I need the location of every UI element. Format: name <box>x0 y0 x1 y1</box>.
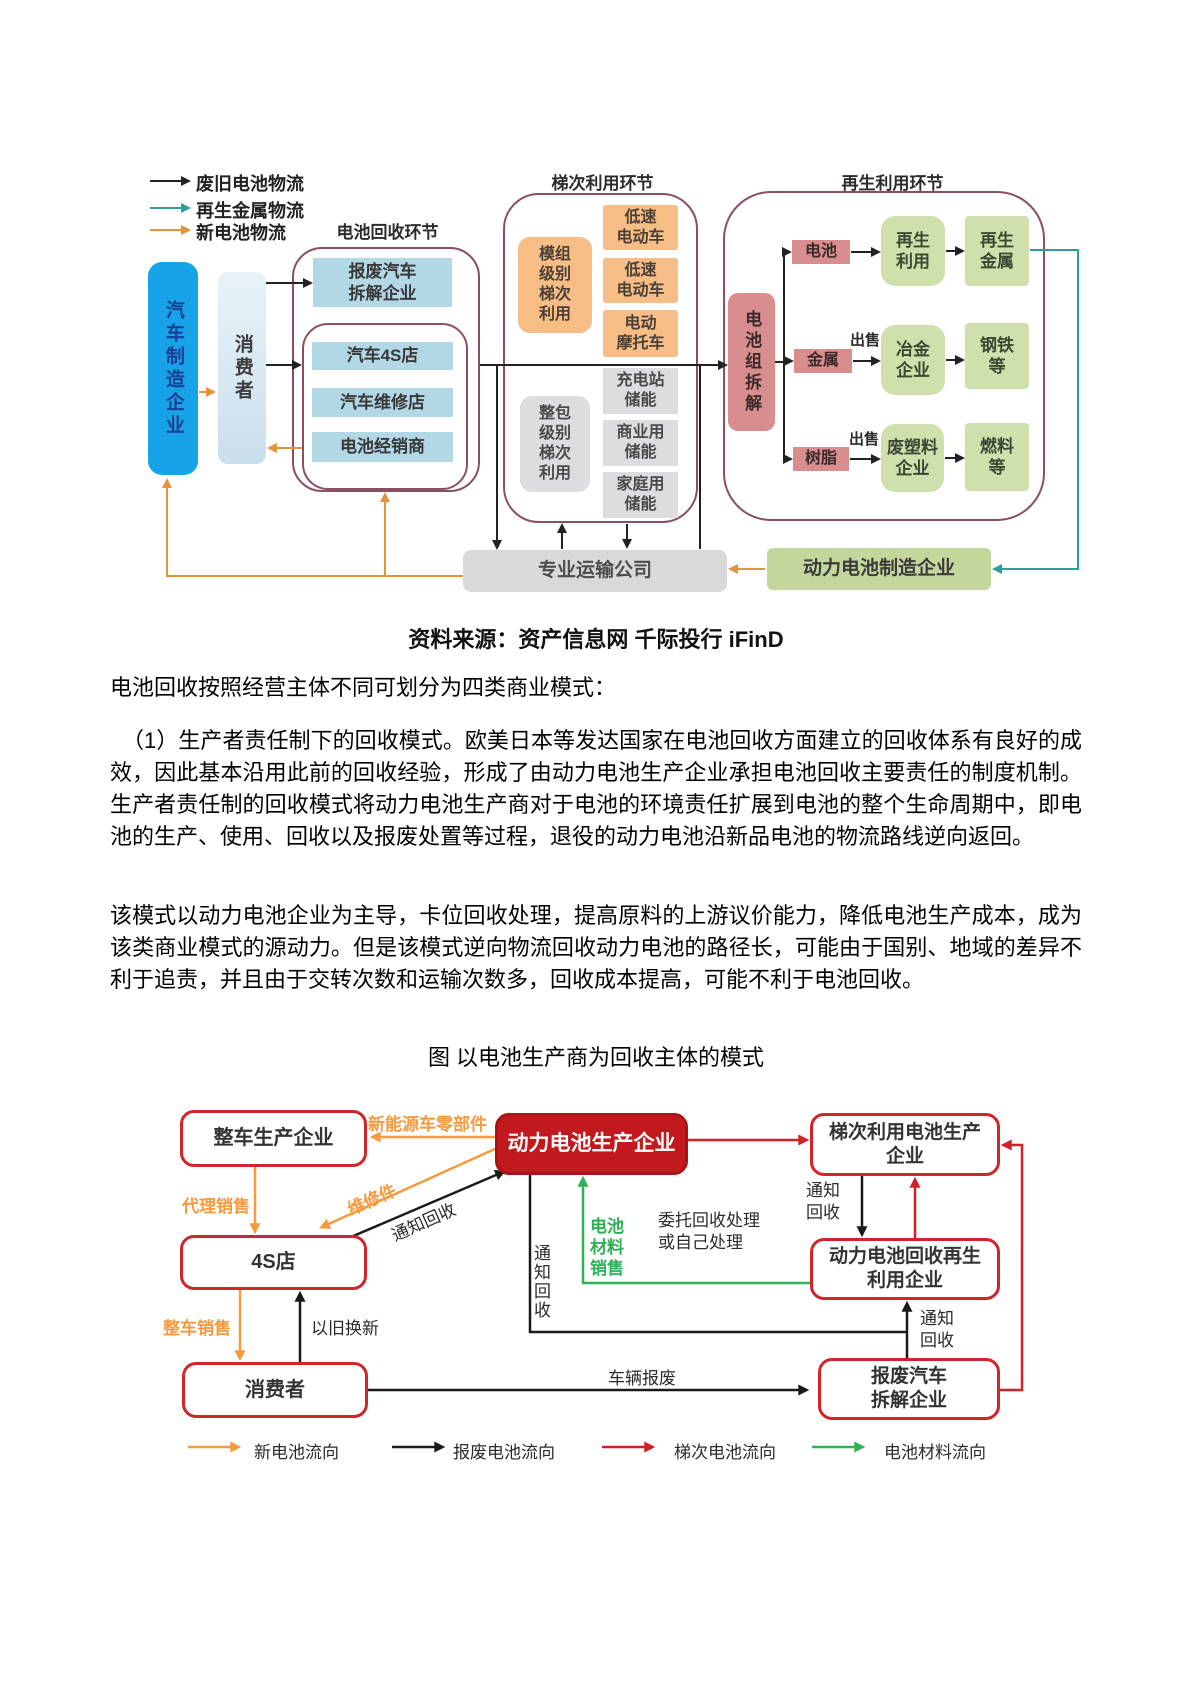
node-consumer: 消费者 <box>218 272 266 464</box>
node-scrap-car-dismantler: 报废汽车 拆解企业 <box>313 258 452 307</box>
node2-4s-store: 4S店 <box>180 1235 367 1290</box>
d1-new-battery-arrows <box>150 225 765 577</box>
node-regenerated-use: 再生 利用 <box>881 216 945 286</box>
edge2-label-battery-material-sale: 电池 材料 销售 <box>590 1217 624 1278</box>
d1-scrap-battery-arrows <box>150 176 965 550</box>
node2-echelon-battery-producer: 梯次利用电池生产 企业 <box>810 1113 1000 1176</box>
node2-scrap-car-dismantler: 报废汽车 拆解企业 <box>818 1358 1000 1420</box>
edge-label-sell-resin: 出售 <box>849 431 880 448</box>
d2-battery-material-arrows <box>577 1175 866 1453</box>
d1-legend-label-metal: 再生金属物流 <box>196 201 304 221</box>
node-smelting-company: 冶金 企业 <box>881 325 945 395</box>
node-regenerated-metal: 再生 金属 <box>965 216 1029 286</box>
d1-legend-label-scrap: 废旧电池物流 <box>196 174 304 194</box>
node-metal: 金属 <box>794 349 852 373</box>
edge2-label-trade-in: 以旧换新 <box>311 1319 379 1338</box>
edge2-label-notify-recycle-mid: 通知 回收 <box>806 1181 840 1222</box>
node-battery-dealer: 电池经销商 <box>312 432 453 462</box>
node2-power-battery-producer: 动力电池生产企业 <box>495 1113 688 1175</box>
edge2-label-vehicle-scrap: 车辆报废 <box>608 1369 676 1388</box>
d2-legend-label-scrap: 报废电池流向 <box>453 1443 555 1462</box>
node-charging-station-storage: 充电站 储能 <box>603 368 678 414</box>
node-steel-etc: 钢铁 等 <box>965 323 1029 389</box>
echelon-group-border <box>503 193 698 523</box>
edge2-label-entrust-process: 委托回收处理 或自己处理 <box>658 1211 760 1252</box>
node-transport-company: 专业运输公司 <box>463 550 727 592</box>
edge2-label-nev-parts: 新能源车零部件 <box>368 1115 487 1134</box>
d2-legend-label-echelon: 梯次电池流向 <box>674 1443 776 1462</box>
node-resin: 树脂 <box>793 447 849 471</box>
group-label-battery-recycle: 电池回收环节 <box>336 223 439 242</box>
node-car-4s-store: 汽车4S店 <box>312 342 453 370</box>
d2-scrap-battery-arrows <box>294 1169 907 1453</box>
node2-vehicle-manufacturer: 整车生产企业 <box>180 1110 367 1167</box>
node2-battery-recycle-reuse-company: 动力电池回收再生 利用企业 <box>810 1238 1000 1300</box>
node-low-speed-ev-1: 低速 电动车 <box>603 205 678 250</box>
node-commercial-storage: 商业用 储能 <box>603 420 678 466</box>
node-auto-manufacturer: 汽车制造企业 <box>148 262 198 475</box>
paragraph-intro: 电池回收按照经营主体不同可划分为四类商业模式： <box>110 675 617 700</box>
paragraph-mode1-analysis: 该模式以动力电池企业为主导，卡位回收处理，提高原料的上游议价能力，降低电池生产成… <box>110 903 1082 992</box>
node-low-speed-ev-2: 低速 电动车 <box>603 258 678 303</box>
paragraph-mode1: （1）生产者责任制下的回收模式。欧美日本等发达国家在电池回收方面建立的回收体系有… <box>110 728 1082 849</box>
node-power-battery-maker: 动力电池制造企业 <box>767 548 991 590</box>
node-pack-dismantling: 电池组拆解 <box>728 293 775 431</box>
node-module-level-echelon: 模组 级别 梯次 利用 <box>518 237 592 333</box>
d2-legend-label-material: 电池材料流向 <box>884 1443 986 1462</box>
edge2-label-vehicle-sale: 整车销售 <box>163 1319 231 1338</box>
group-label-regen-use: 再生利用环节 <box>841 174 944 193</box>
d2-echelon-battery-arrows <box>602 1134 1024 1453</box>
figure-caption: 图 以电池生产商为回收主体的模式 <box>427 1045 765 1070</box>
d2-new-battery-arrows <box>188 1131 498 1453</box>
group-label-echelon-use: 梯次利用环节 <box>551 174 654 193</box>
dealer-subgroup-border <box>302 323 468 490</box>
regen-group-border <box>723 191 1045 521</box>
node2-consumer: 消费者 <box>182 1362 368 1418</box>
edge2-label-notify-recycle-right: 通知 回收 <box>920 1309 954 1350</box>
node-home-storage: 家庭用 储能 <box>603 472 678 518</box>
source-caption: 资料来源：资产信息网 千际投行 iFinD <box>408 627 784 652</box>
node-battery: 电池 <box>792 240 850 264</box>
node-pack-level-echelon: 整包 级别 梯次 利用 <box>520 396 590 492</box>
node-waste-plastic-company: 废塑料 企业 <box>881 424 944 492</box>
edge2-label-notify-recycle-left: 通知回收 <box>531 1244 550 1320</box>
d1-regen-metal-arrows <box>150 203 1079 574</box>
node-car-repair-shop: 汽车维修店 <box>312 388 453 417</box>
edge2-label-agent-sale: 代理销售 <box>182 1197 250 1216</box>
d2-legend-label-new: 新电池流向 <box>254 1443 339 1462</box>
node-electric-motorcycle: 电动 摩托车 <box>603 310 678 357</box>
d1-legend-label-new: 新电池物流 <box>196 223 286 243</box>
edge-label-sell-metal: 出售 <box>850 332 881 349</box>
node-fuel-etc: 燃料 等 <box>965 423 1029 491</box>
